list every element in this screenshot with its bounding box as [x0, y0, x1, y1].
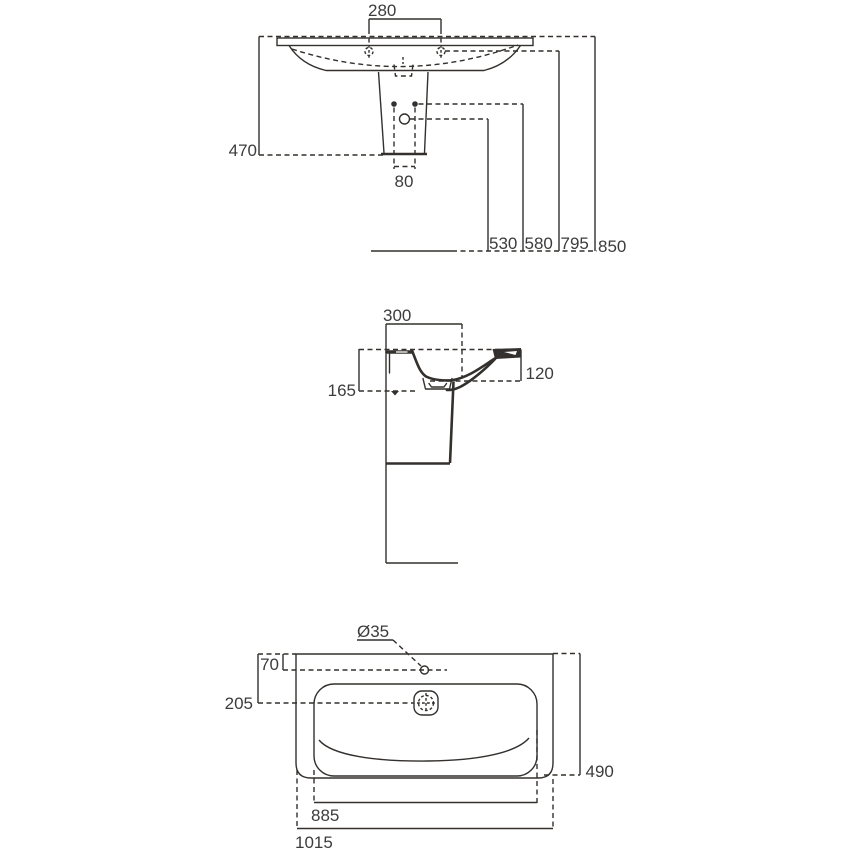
bowl-outline-plan	[313, 683, 538, 777]
dim-885-group: 885	[311, 730, 538, 825]
drain-flange	[428, 382, 448, 388]
dim-label-300: 300	[383, 306, 411, 325]
basin-outline-plan	[295, 653, 554, 779]
bowl-outer-shell	[445, 357, 497, 392]
front-view: 470 280	[229, 1, 627, 256]
pedestal-fixing-hole-right	[412, 101, 418, 107]
dim-80-group: 80	[393, 107, 416, 191]
drain-section	[422, 377, 453, 390]
dim-label-490: 490	[586, 762, 614, 781]
dim-label-470: 470	[229, 141, 257, 160]
level-marker-triangle	[391, 391, 399, 396]
pedestal-front-edge-side	[448, 381, 455, 464]
plan-view: Ø35 70 205 490 885	[225, 622, 614, 850]
dim-label-1015: 1015	[295, 833, 333, 850]
bowl-bottom-curve	[318, 737, 530, 762]
basin-rim-front	[276, 37, 534, 47]
basin-bowl-outline-front	[288, 45, 522, 72]
front-rim-section	[492, 348, 522, 359]
dim-300-group: 300	[383, 306, 463, 377]
basin-inner-edge-hidden	[291, 44, 519, 68]
dim-label-280: 280	[368, 1, 396, 20]
callout-diameter-group: Ø35	[357, 622, 422, 667]
dim-label-850: 850	[598, 237, 626, 256]
callout-leader	[392, 639, 422, 667]
dim-490-group: 490	[544, 652, 614, 781]
front-rim-hollow	[504, 351, 517, 355]
dim-label-165: 165	[328, 381, 356, 400]
dim-label-795: 795	[561, 234, 589, 253]
dim-1015-group: 1015	[295, 770, 554, 850]
pedestal-right-edge	[423, 71, 429, 154]
pedestal-fixing-hole-left	[391, 101, 397, 107]
pedestal-left-edge	[377, 71, 385, 154]
drain-hidden-front	[393, 64, 414, 77]
dim-165-group: 165	[328, 348, 521, 400]
dim-label-885: 885	[311, 806, 339, 825]
dim-label-70: 70	[260, 655, 279, 674]
tap-hole-plan	[419, 665, 430, 675]
dim-120-group: 120	[430, 349, 554, 383]
dim-label-530: 530	[489, 234, 517, 253]
dim-label-80: 80	[395, 172, 414, 191]
pedestal-siphon-hole	[398, 113, 411, 125]
dim-label-205: 205	[225, 694, 253, 713]
dim-label-580: 580	[525, 234, 553, 253]
basin-profile	[385, 348, 522, 465]
dim-280-group: 280	[368, 1, 442, 46]
dim-70-205-group: 70 205	[225, 653, 414, 713]
dim-label-120: 120	[526, 364, 554, 383]
dim-label-dia35: Ø35	[357, 622, 389, 641]
side-view: 300 165 120	[328, 306, 554, 564]
